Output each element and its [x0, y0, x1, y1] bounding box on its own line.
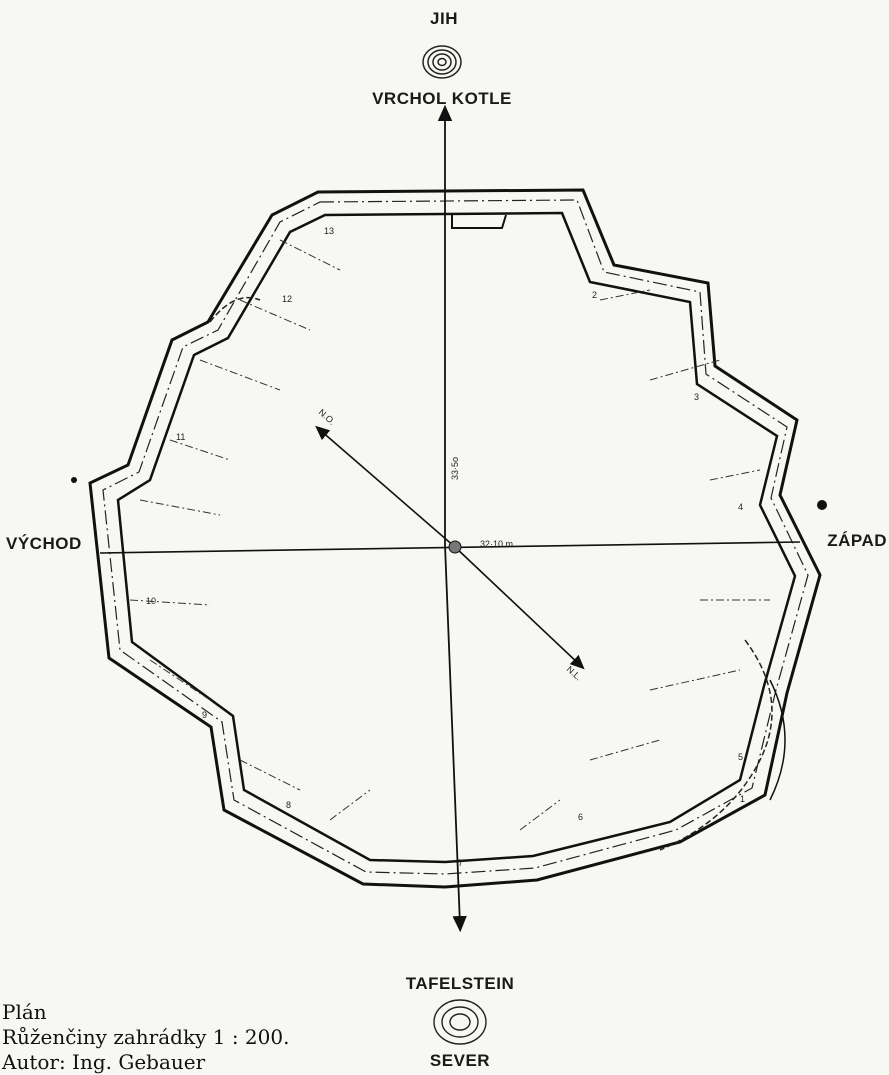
tafelstein-contour-symbol: [433, 999, 487, 1045]
segment-number: 1: [740, 794, 745, 804]
outer-wall: [88, 188, 822, 889]
segment-number: 8: [286, 800, 291, 810]
west-marker-dot: [817, 500, 827, 510]
segment-number: 4: [738, 502, 743, 512]
inner-wall: [116, 211, 797, 864]
horizontal-axis-label: 32·10 m: [480, 539, 513, 549]
label-tafelstein: TAFELSTEIN: [406, 974, 515, 993]
label-vychod: VÝCHOD: [6, 534, 82, 553]
segment-number: 3: [694, 392, 699, 402]
diagonal-upper-label: N.O.: [317, 407, 337, 427]
label-vrchol-kotle: VRCHOL KOTLE: [372, 89, 512, 108]
curved-path-right-outer: [769, 679, 786, 801]
label-zapad: ZÁPAD: [827, 531, 887, 550]
segment-number: 7: [458, 858, 463, 868]
diagonal-lower: [454, 546, 585, 670]
vertical-axis-label: 33·5o: [450, 457, 460, 480]
gate-notch: [451, 214, 507, 229]
label-sever: SEVER: [430, 1051, 490, 1070]
segment-number: 10: [146, 596, 156, 606]
segment-number: 2: [592, 290, 597, 300]
segment-number: 11: [176, 432, 185, 442]
plan-caption: Plán Růženčiny zahrádky 1 : 200. Autor: …: [2, 1000, 289, 1075]
diagonal-upper: [315, 425, 456, 548]
summit-contour-symbol: [422, 45, 462, 79]
segment-number: 6: [578, 812, 583, 822]
east-marker-dot: [71, 477, 77, 483]
centre-point: [448, 540, 462, 554]
vertical-axis-down: [444, 544, 467, 933]
segment-number: 9: [202, 710, 207, 720]
segment-number: 13: [324, 226, 334, 236]
curved-path-left: [209, 296, 261, 323]
segment-numbers: 1 2 3 4 5 6 7 8 9 10 11 12 13: [146, 226, 745, 868]
measurement-lines: [129, 239, 770, 831]
diagonal-lower-label: N.L.: [565, 664, 584, 682]
caption-subtitle: Růženčiny zahrádky 1 : 200.: [2, 1025, 290, 1049]
curved-path-right: [659, 639, 773, 851]
label-jih: JIH: [430, 9, 458, 28]
wall-centre-line: [102, 199, 809, 875]
caption-title: Plán: [2, 1000, 47, 1024]
segment-number: 12: [282, 294, 292, 304]
segment-number: 5: [738, 752, 743, 762]
caption-author: Autor: Ing. Gebauer: [2, 1050, 206, 1074]
